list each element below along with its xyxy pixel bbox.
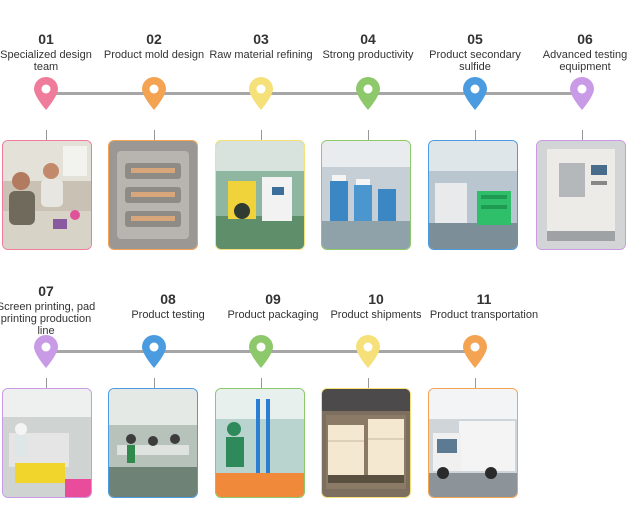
photo-testing-room	[108, 388, 198, 498]
photo-design-team-meeting	[2, 140, 92, 250]
photo-refining-machines	[215, 140, 305, 250]
map-pin-icon	[33, 77, 59, 111]
connector-line	[261, 378, 262, 388]
step-label: Specialized design team	[0, 49, 92, 73]
map-pin-icon	[355, 335, 381, 369]
step-label: Product mold design	[103, 49, 205, 61]
step-label: Advanced testing equipment	[542, 49, 628, 73]
step-number: 11	[476, 291, 492, 307]
map-pin-icon	[462, 77, 488, 111]
step-number: 03	[253, 31, 269, 47]
step-label: Product transportation	[429, 309, 539, 321]
step-number: 09	[265, 291, 281, 307]
photo-production-line	[321, 140, 411, 250]
connector-line	[475, 130, 476, 140]
timeline-line-row1	[46, 92, 586, 95]
map-pin-icon	[462, 335, 488, 369]
step-number: 02	[146, 31, 162, 47]
step-05: 05 Product secondary sulfide	[420, 30, 530, 73]
step-11: 11 Product transportation	[429, 290, 539, 321]
connector-line	[46, 130, 47, 140]
connector-line	[475, 378, 476, 388]
step-number: 07	[38, 283, 54, 299]
connector-line	[582, 130, 583, 140]
map-pin-icon	[33, 335, 59, 369]
connector-line	[368, 130, 369, 140]
step-03: 03 Raw material refining	[206, 30, 316, 61]
photo-delivery-truck	[428, 388, 518, 498]
step-number: 05	[467, 31, 483, 47]
map-pin-icon	[355, 77, 381, 111]
connector-line	[261, 130, 262, 140]
photo-printing-line	[2, 388, 92, 498]
step-09: 09 Product packaging	[218, 290, 328, 321]
step-07: 07 Screen printing, pad printing product…	[0, 282, 101, 337]
step-08: 08 Product testing	[113, 290, 223, 321]
photo-boxed-shipments	[321, 388, 411, 498]
step-number: 08	[160, 291, 176, 307]
photo-vulcanizing-workshop	[428, 140, 518, 250]
step-label: Product secondary sulfide	[429, 49, 521, 73]
step-label: Product shipments	[330, 309, 422, 321]
step-label: Strong productivity	[322, 49, 414, 61]
step-label: Screen printing, pad printing production…	[0, 301, 96, 337]
step-label: Raw material refining	[209, 49, 313, 61]
step-label: Product testing	[131, 309, 205, 321]
photo-metal-mold	[108, 140, 198, 250]
map-pin-icon	[248, 77, 274, 111]
step-number: 01	[38, 31, 54, 47]
step-01: 01 Specialized design team	[0, 30, 101, 73]
map-pin-icon	[569, 77, 595, 111]
step-number: 10	[368, 291, 384, 307]
connector-line	[154, 130, 155, 140]
step-04: 04 Strong productivity	[313, 30, 423, 61]
step-06: 06 Advanced testing equipment	[530, 30, 640, 73]
photo-packaging-workers	[215, 388, 305, 498]
step-label: Product packaging	[227, 309, 319, 321]
map-pin-icon	[248, 335, 274, 369]
connector-line	[368, 378, 369, 388]
photo-testing-chamber	[536, 140, 626, 250]
step-number: 06	[577, 31, 593, 47]
step-number: 04	[360, 31, 376, 47]
map-pin-icon	[141, 77, 167, 111]
step-10: 10 Product shipments	[321, 290, 431, 321]
connector-line	[154, 378, 155, 388]
step-02: 02 Product mold design	[99, 30, 209, 61]
connector-line	[46, 378, 47, 388]
map-pin-icon	[141, 335, 167, 369]
